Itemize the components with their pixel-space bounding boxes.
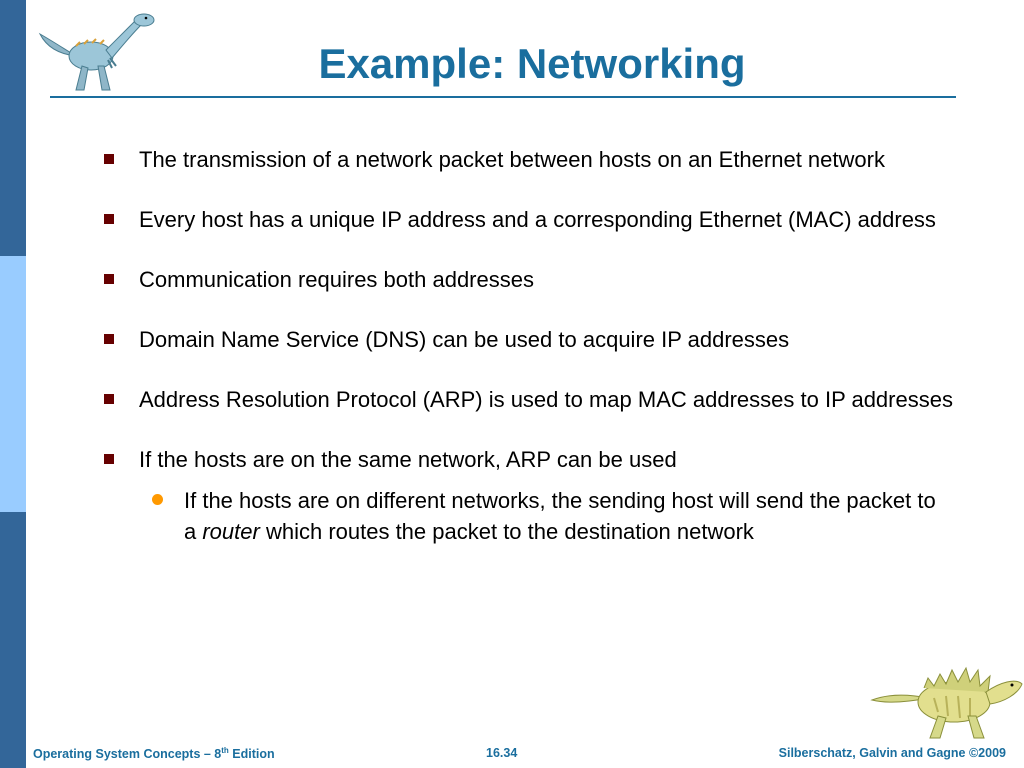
bullet-text: If the hosts are on the same network, AR… [139, 447, 677, 472]
sidebar-band-top [0, 0, 26, 256]
square-bullet-icon [104, 214, 114, 224]
bullet-text: The transmission of a network packet bet… [139, 147, 885, 172]
bullet-item: If the hosts are on the same network, AR… [104, 444, 954, 475]
footer-book-title-main: Operating System Concepts – 8 [33, 747, 222, 762]
footer-edition-superscript: th [221, 746, 229, 755]
sub-bullet-text-before: If the hosts are on different networks, … [184, 488, 936, 544]
sidebar-band-bottom [0, 512, 26, 768]
bullet-text: Address Resolution Protocol (ARP) is use… [139, 387, 953, 412]
bullet-item: Domain Name Service (DNS) can be used to… [104, 324, 954, 355]
bullet-text: Every host has a unique IP address and a… [139, 207, 936, 232]
square-bullet-icon [104, 154, 114, 164]
square-bullet-icon [104, 454, 114, 464]
footer-book-title: Operating System Concepts – 8th Edition [33, 746, 275, 761]
dinosaur-top-icon [38, 13, 155, 91]
footer-page-number: 16.34 [486, 746, 518, 760]
slide-title: Example: Networking [318, 40, 746, 87]
bullet-item: Address Resolution Protocol (ARP) is use… [104, 384, 954, 415]
bullet-item: The transmission of a network packet bet… [104, 144, 954, 175]
footer-authors: Silberschatz, Galvin and Gagne ©2009 [778, 746, 1006, 760]
round-bullet-icon [152, 494, 163, 505]
footer-book-title-end: Edition [228, 747, 275, 762]
sidebar-band-middle [0, 256, 26, 512]
bullet-text: Domain Name Service (DNS) can be used to… [139, 327, 790, 352]
square-bullet-icon [104, 274, 114, 284]
bullet-text: Communication requires both addresses [139, 267, 534, 292]
square-bullet-icon [104, 394, 114, 404]
dinosaur-bottom-icon [870, 666, 1023, 739]
sub-bullet-emphasis: router [202, 519, 260, 544]
bullet-item: Every host has a unique IP address and a… [104, 204, 954, 235]
left-sidebar [0, 0, 26, 768]
sub-bullet-item: If the hosts are on different networks, … [152, 485, 954, 547]
sub-bullet-text-after: which routes the packet to the destinati… [259, 519, 754, 544]
bullet-item: Communication requires both addresses [104, 264, 954, 295]
square-bullet-icon [104, 334, 114, 344]
slide-content: The transmission of a network packet bet… [104, 144, 954, 547]
title-divider [50, 96, 956, 98]
